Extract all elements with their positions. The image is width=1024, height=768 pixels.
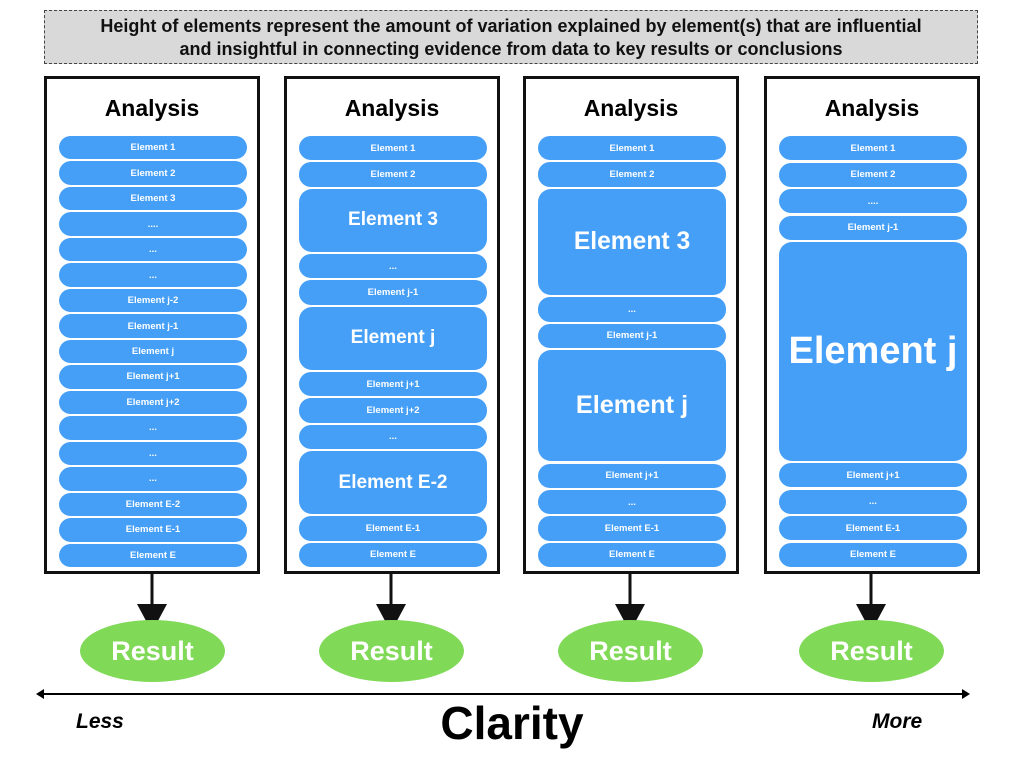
element-block: .... xyxy=(779,189,967,214)
element-block: Element j-1 xyxy=(538,323,726,348)
element-block: Element E-1 xyxy=(59,518,247,542)
element-block: Element j+2 xyxy=(59,390,247,415)
result-ellipse: Result xyxy=(80,620,225,682)
caption-box: Height of elements represent the amount … xyxy=(44,10,978,64)
element-block: Element E-1 xyxy=(538,516,726,541)
element-block: Element 3 xyxy=(538,188,726,296)
element-block: Element j-2 xyxy=(59,288,247,313)
element-block: Element j+1 xyxy=(59,365,247,389)
element-block: Element E-2 xyxy=(299,451,487,515)
element-block: Element j+1 xyxy=(299,371,487,397)
element-block: Element 2 xyxy=(299,162,487,187)
element-block: Element j xyxy=(59,339,247,364)
clarity-axis xyxy=(36,689,970,699)
element-block: Element 1 xyxy=(299,136,487,161)
element-block: ... xyxy=(59,467,247,491)
axis-arrow-right-icon xyxy=(962,689,970,699)
caption-line-2: and insightful in connecting evidence fr… xyxy=(179,39,843,59)
element-block: ... xyxy=(59,263,247,287)
element-block: ... xyxy=(59,441,247,466)
element-block: Element j-1 xyxy=(59,314,247,338)
element-block: Element j xyxy=(779,242,967,461)
element-block: Element 3 xyxy=(299,188,487,252)
analysis-title: Analysis xyxy=(583,95,679,121)
element-block: ... xyxy=(59,237,247,262)
result-ellipse: Result xyxy=(558,620,703,682)
element-block: Element j+1 xyxy=(779,463,967,488)
down-arrow-icon xyxy=(856,574,886,632)
down-arrow-icon xyxy=(376,574,406,632)
axis-label-more: More xyxy=(872,710,923,733)
caption-line-1: Height of elements represent the amount … xyxy=(100,16,922,36)
element-block: Element j-1 xyxy=(299,280,487,305)
element-block: ... xyxy=(538,297,726,322)
element-block: ... xyxy=(538,490,726,515)
axis-arrow-left-icon xyxy=(36,689,44,699)
element-block: Element j-1 xyxy=(779,215,967,240)
element-block: Element j xyxy=(299,306,487,370)
element-block: Element E-2 xyxy=(59,492,247,517)
element-block: ... xyxy=(299,253,487,279)
result-ellipse: Result xyxy=(799,620,944,682)
analysis-title: Analysis xyxy=(824,95,920,121)
element-block: Element 1 xyxy=(59,136,247,160)
element-block: ... xyxy=(59,416,247,440)
element-block: Element E xyxy=(538,542,726,567)
analysis-title: Analysis xyxy=(344,95,440,121)
element-block: ... xyxy=(299,424,487,449)
element-block: Element 1 xyxy=(779,136,967,161)
axis-title-clarity: Clarity xyxy=(440,697,584,749)
result-ellipse: Result xyxy=(319,620,464,682)
element-block: .... xyxy=(59,212,247,236)
analysis-title: Analysis xyxy=(104,95,200,121)
element-block: Element E xyxy=(59,543,247,567)
element-block: Element 2 xyxy=(779,162,967,187)
element-block: Element 2 xyxy=(538,162,726,187)
element-block: Element E xyxy=(779,542,967,567)
element-block: Element j xyxy=(538,350,726,462)
element-block: Element E xyxy=(299,542,487,567)
element-block: Element 2 xyxy=(59,161,247,185)
axis-label-less: Less xyxy=(76,710,124,733)
element-block: Element 3 xyxy=(59,186,247,211)
element-block: Element E-1 xyxy=(779,516,967,541)
element-block: Element 1 xyxy=(538,136,726,161)
element-block: Element E-1 xyxy=(299,516,487,541)
element-block: ... xyxy=(779,489,967,514)
element-block: Element j+2 xyxy=(299,398,487,423)
down-arrow-icon xyxy=(137,574,167,632)
down-arrow-icon xyxy=(615,574,645,632)
element-block: Element j+1 xyxy=(538,463,726,488)
